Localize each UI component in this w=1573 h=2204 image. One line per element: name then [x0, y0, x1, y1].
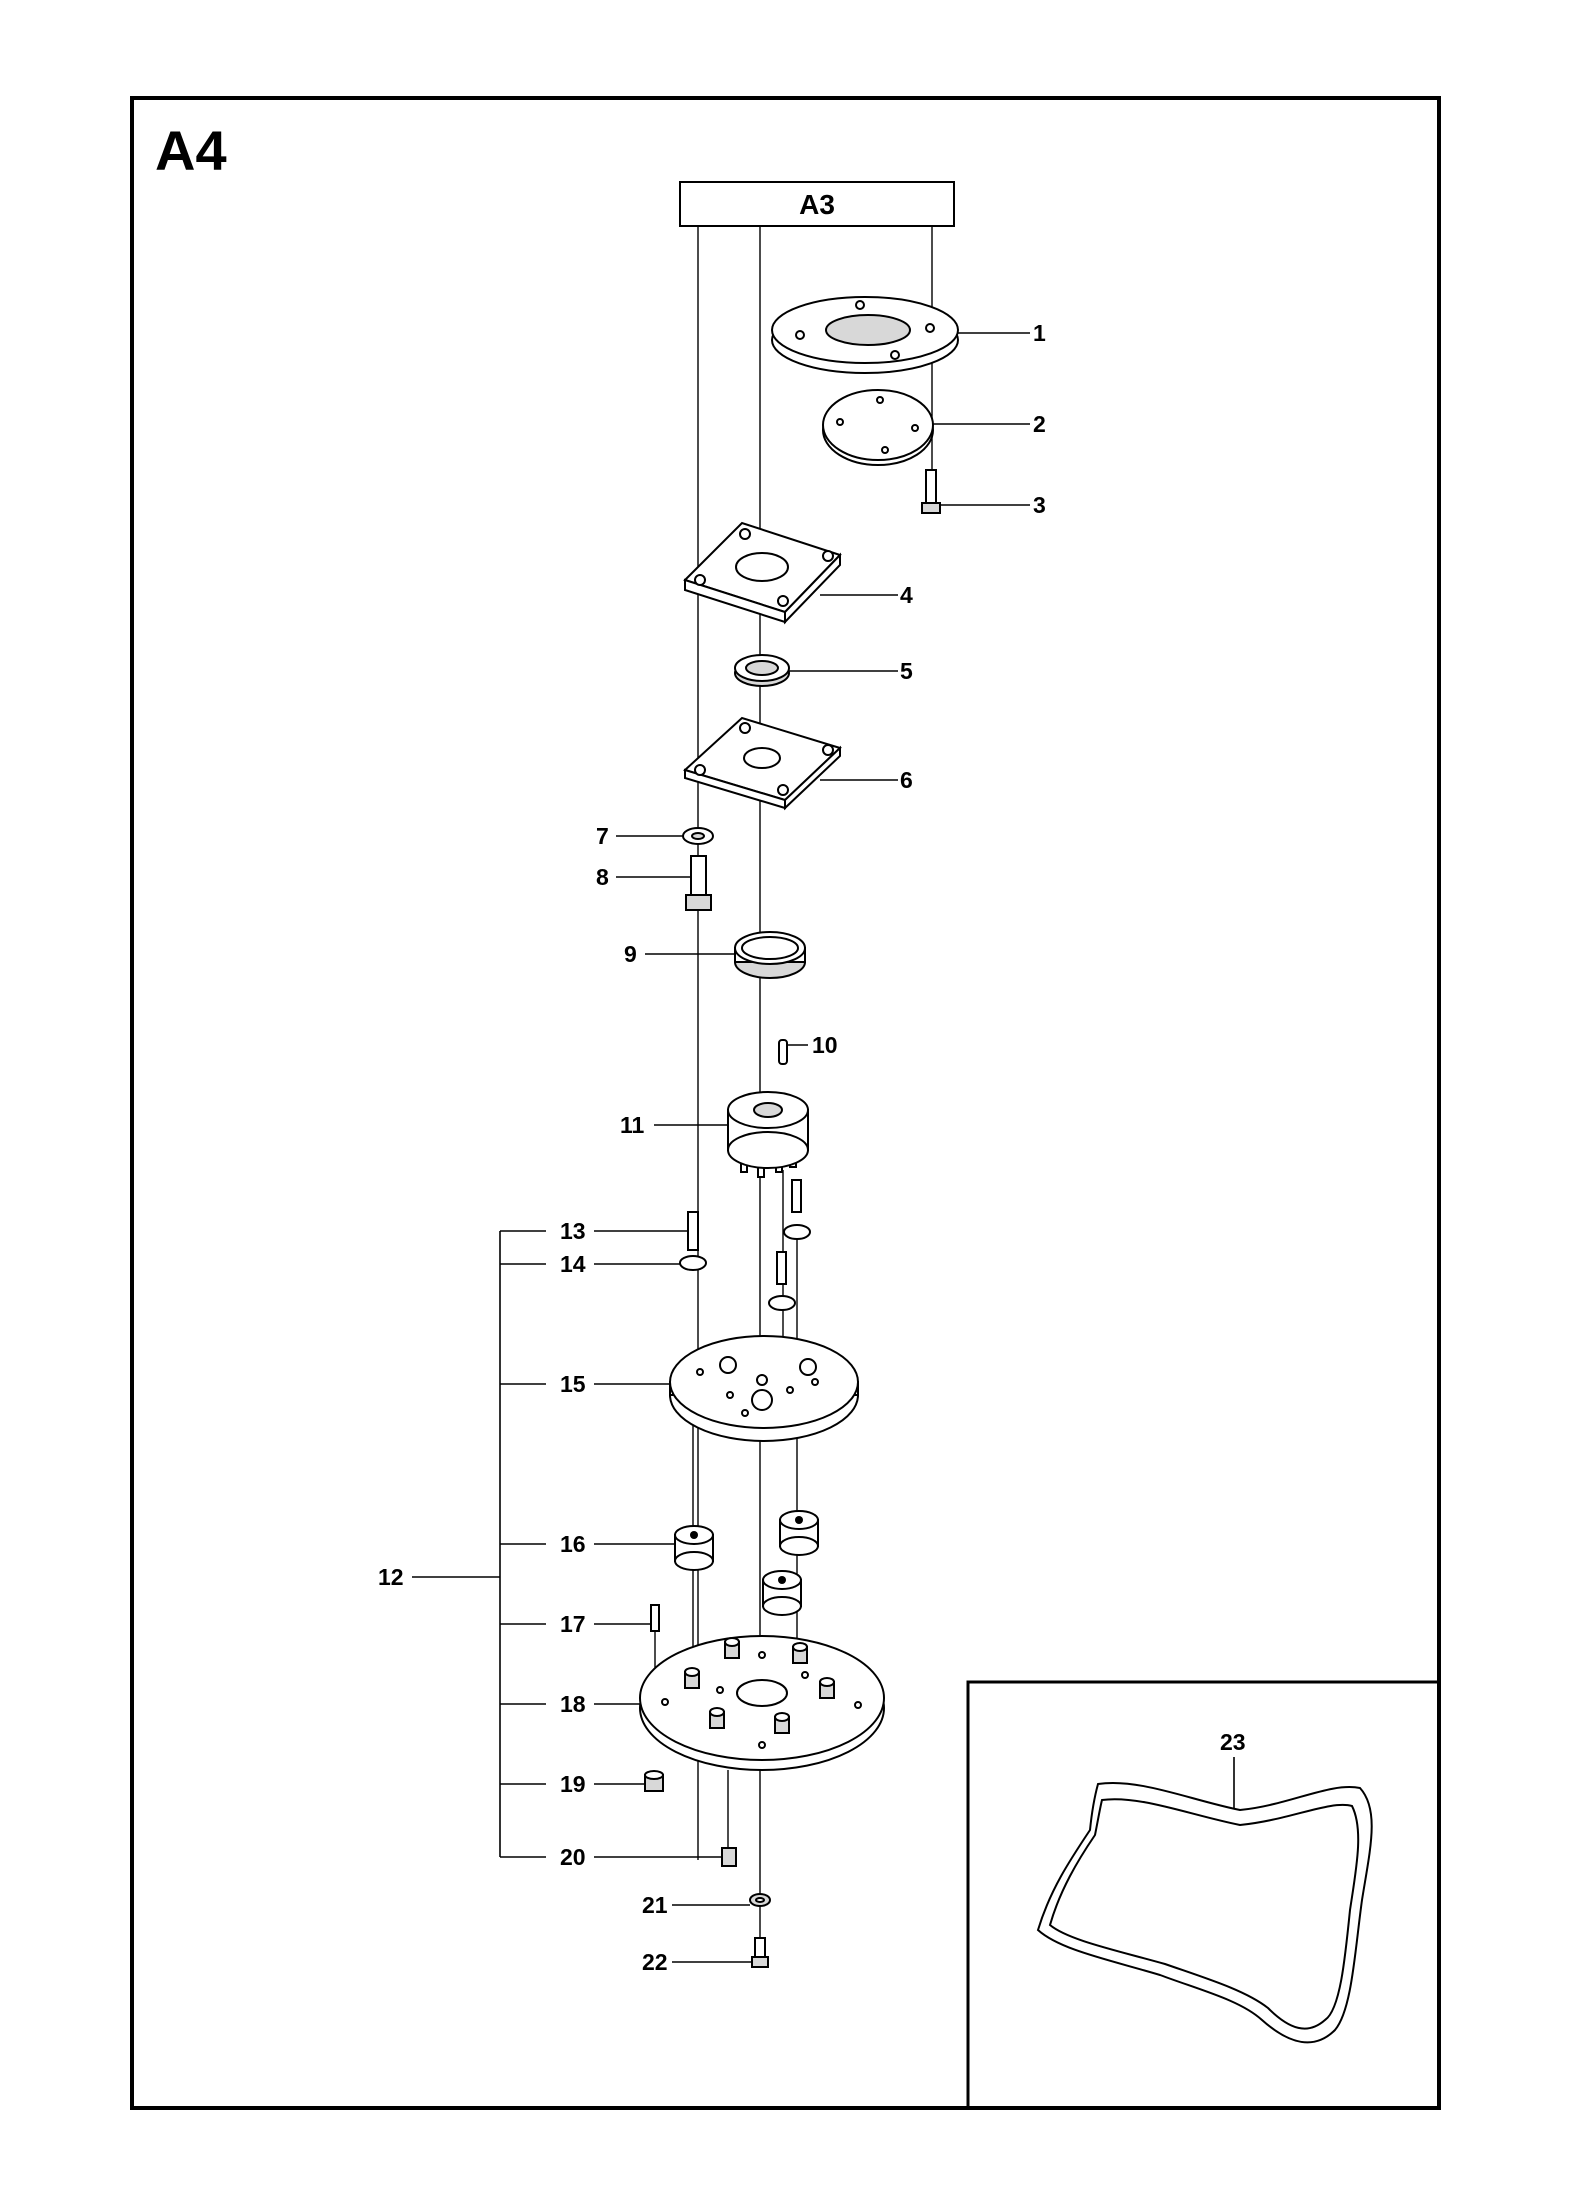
callout-labels: 1 2 3 4 5 6 7 8 9 10 11 12 13 14 15 16 1… [378, 320, 1246, 1975]
part-5-seal-ring [734, 654, 790, 687]
callout-20: 20 [560, 1844, 586, 1870]
callout-3: 3 [1033, 492, 1046, 518]
callout-15: 15 [560, 1371, 586, 1397]
reference-box-label: A3 [799, 189, 835, 220]
callout-16: 16 [560, 1531, 586, 1557]
part-10-pin [778, 1039, 788, 1065]
part-22-bolt [751, 1937, 769, 1968]
part-2-disc [822, 389, 934, 466]
callout-22: 22 [642, 1949, 668, 1975]
callout-7: 7 [596, 823, 609, 849]
reference-box-a3: A3 [679, 181, 955, 227]
callout-6: 6 [900, 767, 913, 793]
page-frame [130, 96, 1441, 2110]
callout-4: 4 [900, 582, 913, 608]
part-7-washer [682, 827, 714, 845]
part-4-square-plate [683, 521, 842, 625]
callout-8: 8 [596, 864, 609, 890]
callout-18: 18 [560, 1691, 586, 1717]
part-15-upper-plate [669, 1335, 859, 1442]
part-14-washer [679, 1224, 811, 1311]
callout-21: 21 [642, 1892, 668, 1918]
callout-19: 19 [560, 1771, 586, 1797]
part-8-bolt [685, 855, 712, 911]
callout-11: 11 [620, 1112, 645, 1138]
callout-13: 13 [560, 1218, 586, 1244]
inset-frame [966, 1680, 1441, 2110]
part-3-bolt [921, 469, 941, 514]
part-9-ring [734, 931, 806, 979]
part-6-square-plate [683, 716, 842, 811]
part-21-washer [749, 1893, 771, 1907]
part-20-screw [721, 1847, 737, 1867]
part-1-flange-ring [771, 296, 959, 374]
callout-2: 2 [1033, 411, 1046, 437]
callout-17: 17 [560, 1611, 586, 1637]
callout-1: 1 [1033, 320, 1046, 346]
callout-23: 23 [1220, 1729, 1246, 1755]
callout-10: 10 [812, 1032, 838, 1058]
callout-14: 14 [560, 1251, 586, 1277]
part-11-hub [727, 1091, 809, 1178]
section-title: A4 [155, 119, 227, 182]
part-19-nut [644, 1770, 664, 1792]
callout-12: 12 [378, 1564, 404, 1590]
part-16-spacer [674, 1510, 819, 1616]
callout-5: 5 [900, 658, 913, 684]
part-17-screw [650, 1604, 660, 1632]
callout-9: 9 [624, 941, 637, 967]
part-18-lower-plate [639, 1635, 885, 1771]
leader-lines [412, 332, 1235, 1963]
part-23-belt [1036, 1782, 1373, 2044]
